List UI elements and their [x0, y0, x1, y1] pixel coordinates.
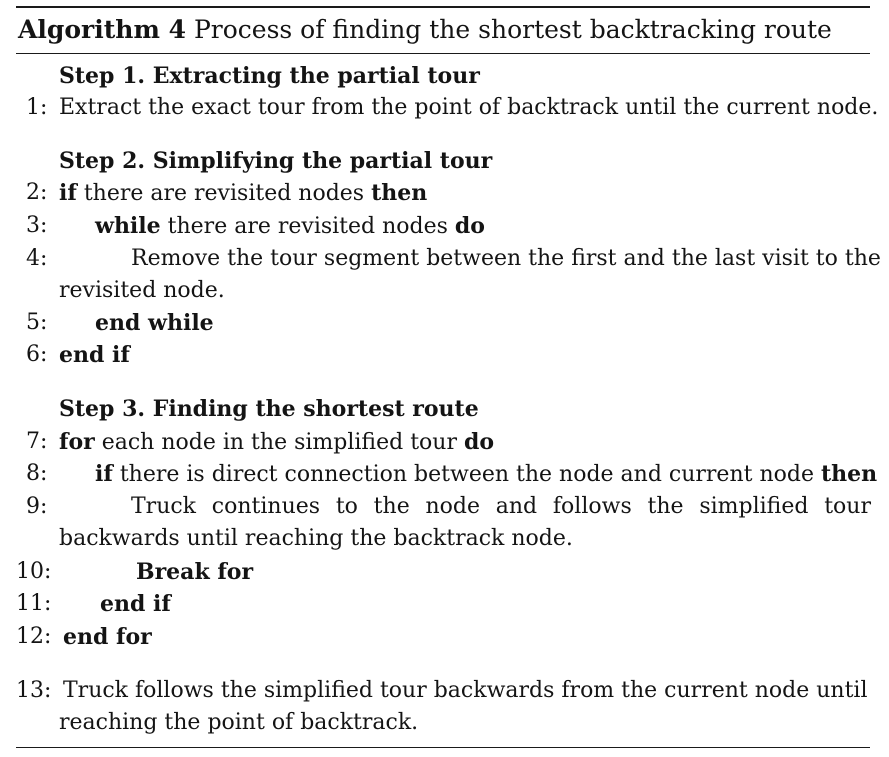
- keyword: while: [95, 213, 161, 239]
- algorithm-line-13a: Truck follows the simplified tour backwa…: [63, 678, 868, 703]
- keyword: for: [59, 429, 95, 455]
- keyword: if: [95, 461, 113, 487]
- algorithm-caption: Algorithm 4 Process of finding the short…: [18, 14, 832, 46]
- algorithm-line-8: if there is direct connection between th…: [95, 459, 877, 490]
- algorithm-line-10: Break for: [136, 559, 254, 585]
- algorithm-line-2: if there are revisited nodes then: [59, 178, 427, 209]
- caption-rule: [16, 53, 870, 54]
- algorithm-title: Process of finding the shortest backtrac…: [193, 15, 832, 44]
- algorithm-line-9b: backwards until reaching the backtrack n…: [59, 526, 573, 551]
- line-text: there are revisited nodes: [76, 181, 372, 206]
- algorithm-line-6: end if: [59, 342, 130, 368]
- algorithm-line-11: end if: [100, 591, 171, 617]
- algorithm-line-9a: Truck continues to the node and follows …: [131, 494, 871, 519]
- bottom-rule: [16, 747, 870, 748]
- step-1-heading: Step 1. Extracting the partial tour: [59, 63, 480, 89]
- keyword: then: [371, 180, 428, 206]
- algorithm-label: Algorithm 4: [18, 15, 186, 44]
- algorithm-line-4a: Remove the tour segment between the firs…: [131, 246, 881, 271]
- top-rule: [16, 6, 870, 8]
- keyword: if: [59, 180, 77, 206]
- line-number-8: 8:: [26, 461, 48, 486]
- line-number-5: 5:: [26, 310, 48, 335]
- keyword: then: [820, 461, 878, 487]
- line-number-2: 2:: [26, 180, 48, 205]
- keyword: do: [454, 213, 485, 239]
- algorithm-line-7: for each node in the simplified tour do: [59, 427, 494, 458]
- line-text: each node in the simplified tour: [94, 430, 464, 455]
- line-number-11: 11:: [16, 591, 52, 616]
- line-number-10: 10:: [16, 559, 52, 584]
- algorithm-line-1: Extract the exact tour from the point of…: [59, 95, 879, 120]
- algorithm-line-5: end while: [95, 310, 214, 336]
- line-number-13: 13:: [16, 678, 52, 703]
- line-number-12: 12:: [16, 624, 52, 649]
- step-2-heading: Step 2. Simplifying the partial tour: [59, 148, 493, 174]
- line-number-6: 6:: [26, 342, 48, 367]
- algorithm-line-3: while there are revisited nodes do: [95, 211, 485, 242]
- line-text: there is direct connection between the n…: [112, 462, 821, 487]
- step-3-heading: Step 3. Finding the shortest route: [59, 396, 479, 422]
- algorithm-line-4b: revisited node.: [59, 278, 225, 303]
- line-number-1: 1:: [26, 95, 48, 120]
- algorithm-line-12: end for: [63, 624, 152, 650]
- keyword: do: [463, 429, 495, 455]
- line-number-3: 3:: [26, 213, 48, 238]
- line-text: there are revisited nodes: [160, 214, 455, 239]
- line-number-4: 4:: [26, 246, 48, 271]
- line-number-7: 7:: [26, 429, 48, 454]
- line-number-9: 9:: [26, 494, 48, 519]
- algorithm-line-13b: reaching the point of backtrack.: [59, 710, 419, 735]
